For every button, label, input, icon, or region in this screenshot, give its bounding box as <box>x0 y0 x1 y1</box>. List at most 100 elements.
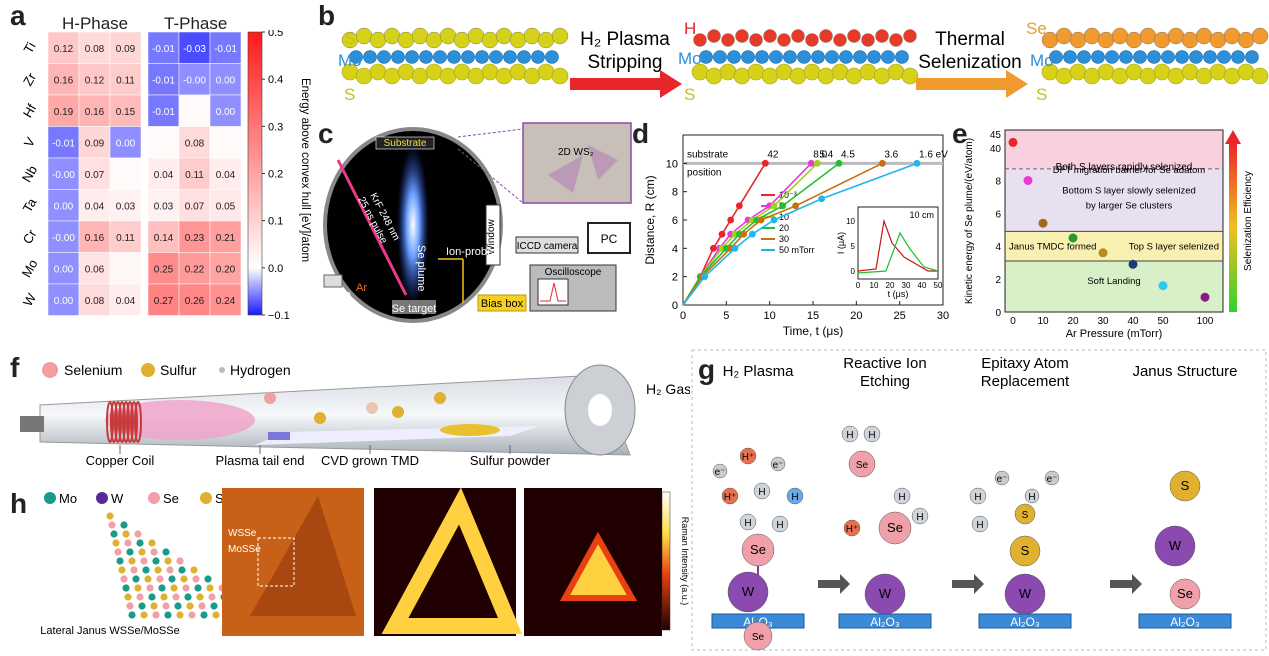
label-h: H <box>684 19 696 38</box>
y-tick-label: 4 <box>995 242 1001 253</box>
legend-label: Mo <box>59 491 77 506</box>
col-label: S/Te <box>76 326 105 330</box>
s-atom-bottom <box>1153 63 1171 81</box>
tungsten <box>727 571 769 613</box>
energy-label: 3.6 <box>884 149 898 160</box>
lattice-atom <box>160 593 168 601</box>
selenium-label: Se <box>750 542 766 557</box>
cell-value: 0.00 <box>54 264 74 275</box>
lattice-atom <box>176 611 184 619</box>
lattice-atom <box>198 602 206 610</box>
cell-value: 0.09 <box>116 44 136 55</box>
copper-coil-turn <box>130 401 138 443</box>
selenium-label: Se <box>1177 586 1193 601</box>
cell-value: 0.08 <box>85 44 105 55</box>
title-janus: Janus Structure <box>1132 363 1237 380</box>
legend-label: W <box>111 491 124 506</box>
s-atom-bottom <box>1195 67 1213 85</box>
electron <box>994 470 1010 486</box>
efficiency-arrow <box>1225 130 1241 144</box>
lattice-atom <box>178 566 186 574</box>
pc-label: PC <box>601 232 618 246</box>
top-atom <box>439 27 457 45</box>
energy-label: 5.4 <box>819 149 833 160</box>
label-mo-right: Mo <box>1030 51 1054 70</box>
inset-x-tick: 50 <box>934 281 943 290</box>
s-atom-bottom <box>719 63 737 81</box>
oscilloscope-label: Oscilloscope <box>545 267 602 278</box>
cell-value: -0.00 <box>52 233 75 244</box>
lattice-atom <box>122 584 130 592</box>
sulfur-label: S <box>1021 543 1030 558</box>
s-atom-bottom <box>355 67 373 85</box>
pump-label: Pump <box>322 289 351 301</box>
y-tick-label: 8 <box>672 187 678 199</box>
electron-label: e⁻ <box>773 460 784 471</box>
cell-value: 0.00 <box>216 75 236 86</box>
lattice-atom <box>148 539 156 547</box>
hydrogen-label: H <box>898 492 905 503</box>
inset-pointer <box>457 148 524 204</box>
energy-label: 1.6 eV <box>919 149 948 160</box>
legend-label: Se <box>163 491 179 506</box>
bias-box-label: Bias box <box>481 298 524 310</box>
lattice-atom <box>184 593 192 601</box>
cell-value: 0.15 <box>116 107 136 118</box>
y-tick-label: 2 <box>672 272 678 284</box>
panel-g-frame <box>691 349 1267 651</box>
lattice-atom <box>124 539 132 547</box>
selenium <box>743 621 773 651</box>
flake <box>548 155 583 193</box>
legend-label: 10⁻³ <box>779 190 797 200</box>
cell-value: 0.08 <box>185 138 205 149</box>
lattice-atom <box>106 512 114 520</box>
colorbar-label: Energy above convex hull [eV]/atom <box>299 78 311 262</box>
lattice-atom <box>132 575 140 583</box>
row-label: Zr <box>20 70 39 89</box>
top-atom <box>1251 27 1269 45</box>
inset-y-tick: 5 <box>851 242 856 251</box>
cell-value: 0.04 <box>216 170 236 181</box>
caption: Lateral Janus WSSe/MoSSe <box>40 625 179 637</box>
panel-label-c: c <box>318 118 334 149</box>
s-atom-bottom <box>369 63 387 81</box>
x-tick-label: 30 <box>1097 316 1109 327</box>
inset-green-trace <box>857 231 939 274</box>
lattice-atom <box>120 575 128 583</box>
cell-value: 0.22 <box>185 264 205 275</box>
zone-janus <box>1005 231 1223 262</box>
colorbar-tick-label: 0.0 <box>268 263 283 275</box>
sulfur <box>1009 535 1041 567</box>
cell-value: -0.01 <box>152 75 175 86</box>
lattice-atom <box>120 521 128 529</box>
cell-value: 0.00 <box>54 296 74 307</box>
sulfur-small <box>1014 503 1036 525</box>
data-point <box>1158 281 1168 291</box>
row-label: W <box>20 290 39 309</box>
top-atom <box>833 33 847 47</box>
y-tick-label: 6 <box>995 209 1001 220</box>
plasma-glow <box>105 400 255 440</box>
lattice-atom <box>110 530 118 538</box>
lattice-atom <box>136 593 144 601</box>
cell-value: 0.07 <box>85 170 105 181</box>
lattice-atom <box>108 521 116 529</box>
target-label: Se target <box>392 303 437 315</box>
h2-gas-label: H₂ Gas <box>646 381 690 397</box>
legend-label: S <box>215 491 224 506</box>
electron <box>770 456 786 472</box>
zone-text: Top S layer selenized <box>1129 242 1219 253</box>
proton <box>739 447 757 465</box>
cell-value: 0.12 <box>85 75 105 86</box>
x-tick-label: 40 <box>1127 316 1139 327</box>
top-atom <box>509 31 527 49</box>
hydrogen-label: H <box>758 487 765 498</box>
inset-pointer <box>457 128 524 138</box>
lattice-atom <box>172 593 180 601</box>
electron <box>712 463 728 479</box>
s-atom-bottom <box>509 63 527 81</box>
y-tick-label: 6 <box>672 215 678 227</box>
hydrogen-label: H <box>846 430 853 441</box>
data-point <box>818 195 826 203</box>
top-atom <box>425 31 443 49</box>
